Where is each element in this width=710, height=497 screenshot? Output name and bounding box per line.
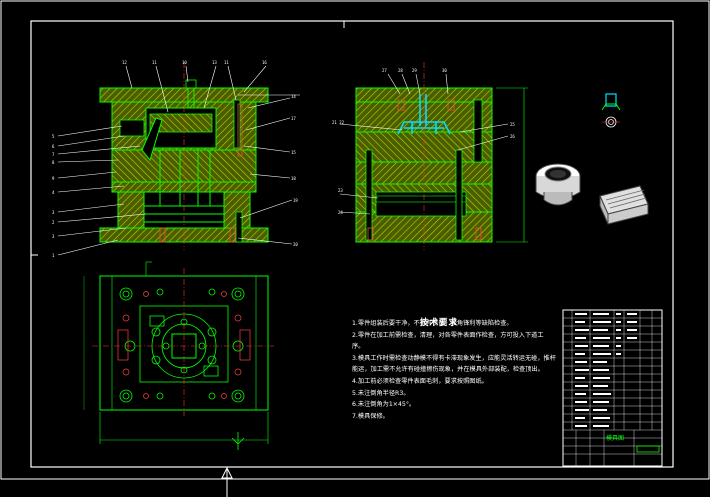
svg-text:16: 16 <box>262 60 267 65</box>
svg-text:12: 12 <box>122 60 127 65</box>
title-block-drawing-name: 模具图 <box>606 435 625 442</box>
svg-text:3: 3 <box>52 234 55 239</box>
technical-requirements-list: 1.零件组装后要干净，不得有锈蚀，棱角锋利等缺陷检查。 2.零件在加工前需检查，… <box>352 318 562 422</box>
svg-text:6: 6 <box>52 144 55 149</box>
svg-text:30: 30 <box>442 68 447 73</box>
svg-text:7: 7 <box>52 152 55 157</box>
svg-text:9: 9 <box>52 176 55 181</box>
svg-text:5: 5 <box>52 134 55 139</box>
svg-text:11: 11 <box>224 60 229 65</box>
front-section-view: 5 6 7 8 9 4 3 2 3 1 14 17 15 18 19 20 12 11 10 13 11 1… <box>52 60 300 258</box>
svg-text:29: 29 <box>412 68 417 73</box>
requirement-item: 6.未注倒角为1×45°。 <box>352 401 416 409</box>
svg-text:11: 11 <box>152 60 157 65</box>
svg-text:20: 20 <box>293 242 298 247</box>
plan-view <box>83 261 276 450</box>
part-small-views <box>601 93 621 128</box>
svg-text:4: 4 <box>52 190 55 195</box>
svg-text:28: 28 <box>398 68 403 73</box>
svg-text:8: 8 <box>52 160 55 165</box>
requirement-item: 3.模具工作时需检查动静模不得有卡滞现象发生，应能灵活转运无碰，推杆 <box>352 354 556 362</box>
requirement-item: 1.零件组装后要干净，不得有锈蚀，棱角锋利等缺陷检查。 <box>352 320 513 327</box>
svg-text:21 22: 21 22 <box>332 120 345 125</box>
title-block <box>562 309 663 467</box>
technical-requirements-title: 技术要求 <box>420 318 459 328</box>
svg-text:24: 24 <box>338 210 343 215</box>
svg-text:19: 19 <box>293 198 298 203</box>
requirement-item: 7.模具保修。 <box>352 412 389 420</box>
svg-text:1: 1 <box>52 253 55 258</box>
requirement-item: 能运，加工需不允许有碰撞擦伤现象，并在模具外部装配，检查顶出。 <box>352 366 544 374</box>
svg-text:2: 2 <box>52 220 55 225</box>
side-section-view: 21 22 23 24 25 26 27 28 29 30 <box>332 62 528 250</box>
svg-text:10: 10 <box>182 60 187 65</box>
part-isometric-1 <box>535 163 581 206</box>
svg-text:25: 25 <box>510 122 515 127</box>
part-isometric-2 <box>599 185 649 225</box>
svg-text:26: 26 <box>510 134 515 139</box>
svg-text:13: 13 <box>212 60 217 65</box>
svg-text:23: 23 <box>338 188 343 193</box>
svg-text:15: 15 <box>291 150 296 155</box>
requirement-item: 4.加工前必须检查零件表面毛刺，要求按照图纸。 <box>352 377 488 385</box>
requirement-item: 2.零件在加工前需检查，清理，对各零件表面作检查，方可投入下道工 <box>352 331 544 339</box>
svg-text:27: 27 <box>382 68 387 73</box>
svg-text:17: 17 <box>291 116 296 121</box>
svg-text:14: 14 <box>291 94 296 99</box>
svg-text:3: 3 <box>52 210 55 215</box>
requirement-item: 5.未注倒角半径R3。 <box>352 389 410 397</box>
requirement-item: 序。 <box>352 343 365 351</box>
svg-text:18: 18 <box>291 176 296 181</box>
